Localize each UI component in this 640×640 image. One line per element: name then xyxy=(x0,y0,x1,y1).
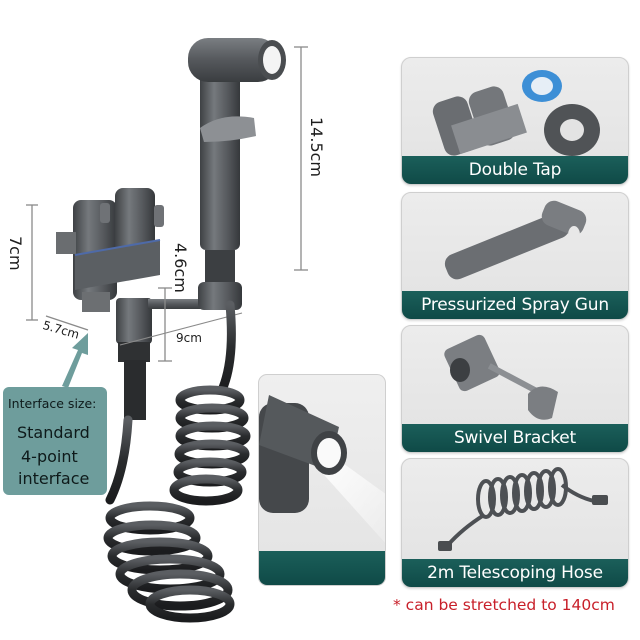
card-telescoping-hose: 2m Telescoping Hose xyxy=(401,458,629,588)
nozzle-spray-image xyxy=(259,395,385,543)
card-label: 2m Telescoping Hose xyxy=(402,559,628,587)
spray-gun-image xyxy=(444,200,587,280)
card-label: Double Tap xyxy=(402,156,628,184)
dimension-connector-height: 4.6cm xyxy=(171,243,190,293)
coiled-hose xyxy=(103,300,251,623)
card-label: Swivel Bracket xyxy=(402,424,628,452)
card-label: Pressurized Spray Gun xyxy=(402,291,628,319)
callout-line-1: Standard xyxy=(17,423,90,442)
interface-size-callout: Interface size: Standard 4-point interfa… xyxy=(3,387,107,495)
callout-line-2: 4-point xyxy=(21,447,78,466)
nozzle-detail-card xyxy=(258,374,386,586)
main-product-illustration xyxy=(26,38,308,623)
coiled-hose-image xyxy=(438,467,608,551)
dimension-spray-gun-length: 14.5cm xyxy=(307,117,326,178)
double-tap-valve-image xyxy=(432,70,600,156)
spray-gun xyxy=(188,38,286,284)
swivel-bracket-image xyxy=(444,334,558,420)
detail-card-bar xyxy=(259,551,385,585)
card-spray-gun: Pressurized Spray Gun xyxy=(401,192,629,320)
stretch-footnote: * can be stretched to 140cm xyxy=(393,596,615,614)
double-valve xyxy=(56,188,164,312)
dimension-valve-height: 7cm xyxy=(6,236,25,271)
card-swivel-bracket: Swivel Bracket xyxy=(401,325,629,453)
callout-line-3: interface xyxy=(18,469,90,488)
card-double-tap: Double Tap xyxy=(401,57,629,185)
dimension-bracket-length: 9cm xyxy=(176,331,202,345)
callout-title: Interface size: xyxy=(8,396,97,411)
